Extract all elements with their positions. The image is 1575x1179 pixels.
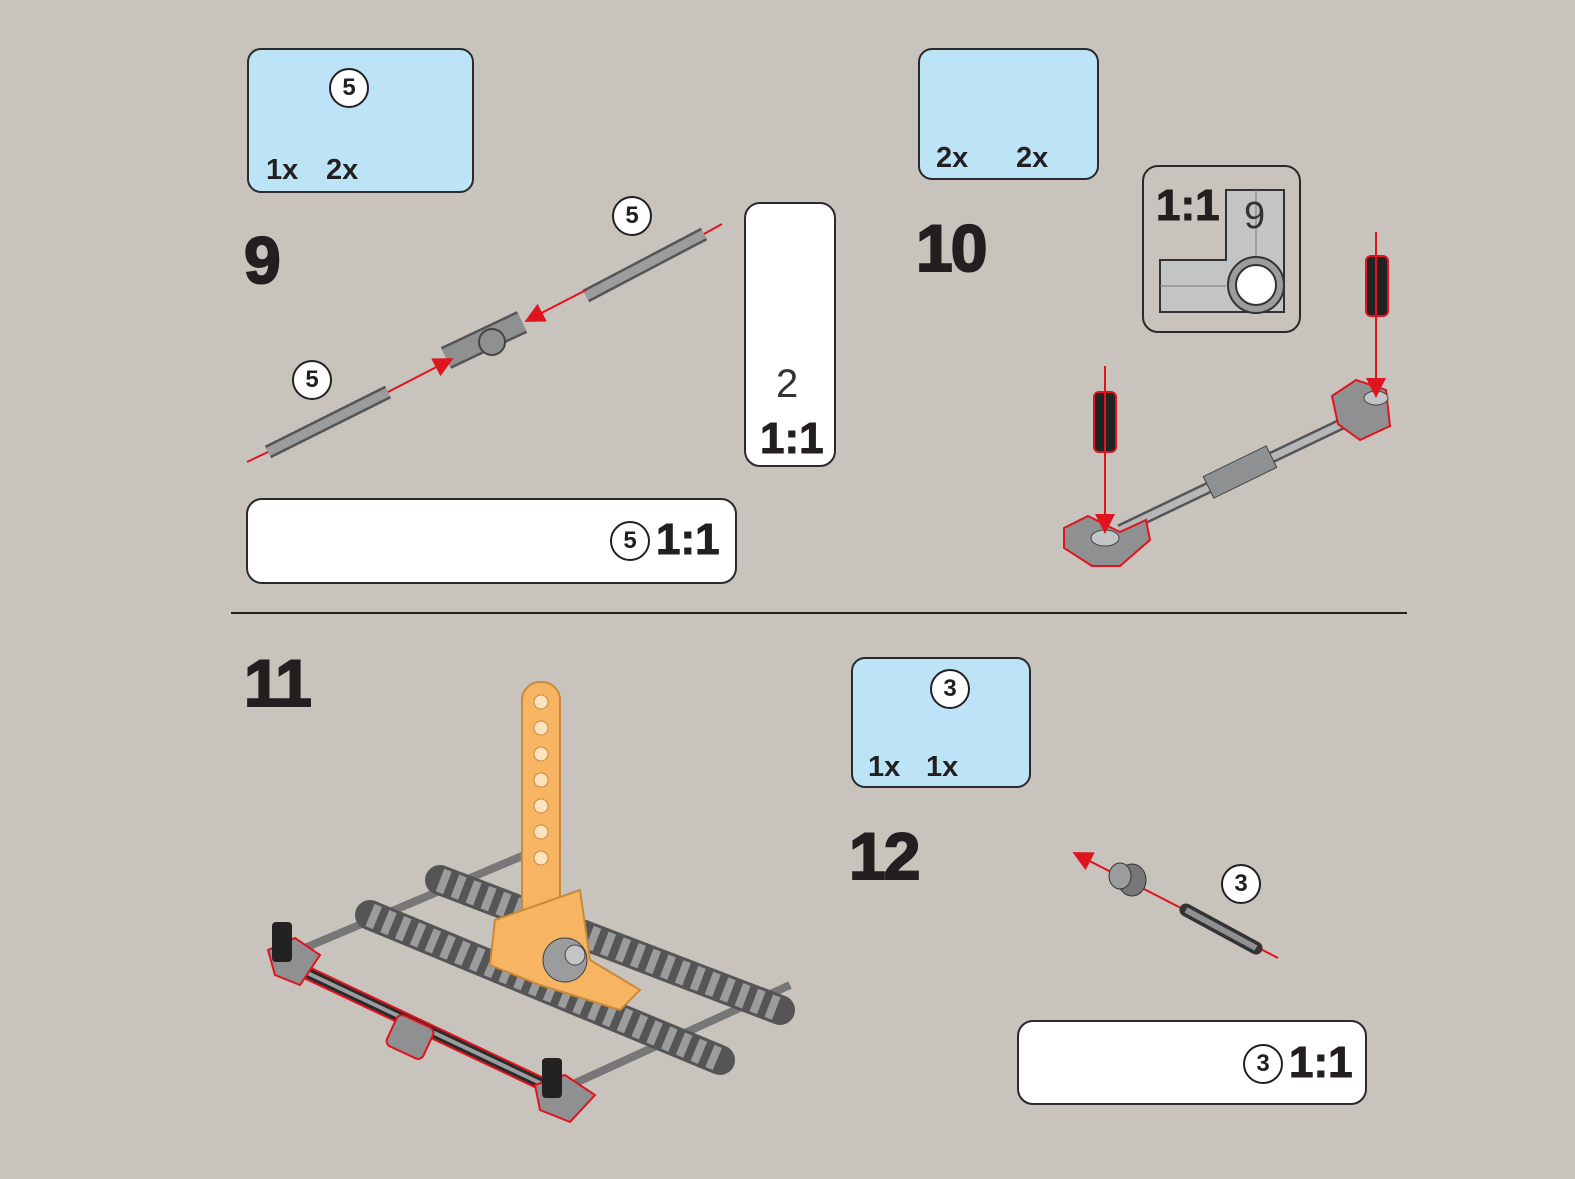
step10-assembly	[1063, 232, 1392, 567]
part-qty: 1x	[868, 751, 901, 783]
axle-right	[582, 227, 708, 303]
step-number: 12	[848, 818, 921, 894]
axle-length-badge: 5	[329, 68, 369, 108]
axle-length-badge: 5	[612, 196, 652, 236]
part-qty: 2x	[326, 154, 359, 186]
step11-assembly	[266, 681, 795, 1124]
scale-label: 1:1	[1289, 1038, 1354, 1088]
axle-scale-callout: 5 1:1	[246, 498, 737, 584]
angle-scale-callout: 1:1 9	[1142, 165, 1301, 333]
axle-left	[264, 385, 392, 459]
step9-parts-panel: 5 1x 2x	[247, 48, 474, 193]
axle-length-badge: 5	[292, 360, 332, 400]
axle-scale-callout: 3 1:1	[1017, 1020, 1367, 1105]
step-number: 10	[915, 210, 988, 286]
step-number: 11	[243, 645, 313, 721]
step12-assembly	[1072, 852, 1279, 959]
section-divider	[231, 612, 1407, 614]
part-qty: 2x	[1016, 142, 1049, 174]
connector-mark: 9	[1244, 195, 1266, 237]
part-qty: 1x	[266, 154, 299, 186]
insert-arrows	[246, 223, 723, 463]
part-qty: 2x	[936, 142, 969, 174]
connector-scale-callout: 2 1:1	[744, 202, 836, 467]
step10-parts-panel: 2x 2x	[918, 48, 1099, 180]
connector-part	[440, 311, 528, 369]
connector-mark: 2	[776, 362, 799, 406]
step12-parts-panel: 3 1x 1x	[851, 657, 1031, 788]
scale-label: 1:1	[1156, 181, 1221, 231]
step-number: 9	[243, 222, 282, 298]
axle-length-badge: 3	[930, 669, 970, 709]
scale-label: 1:1	[760, 414, 825, 464]
axle-length-badge: 3	[1221, 864, 1261, 904]
axle-length-badge: 5	[610, 521, 650, 561]
scale-label: 1:1	[656, 515, 721, 565]
axle-length-badge: 3	[1243, 1044, 1283, 1084]
part-qty: 1x	[926, 751, 959, 783]
angle-connector-1to1-drawing	[1159, 189, 1285, 314]
